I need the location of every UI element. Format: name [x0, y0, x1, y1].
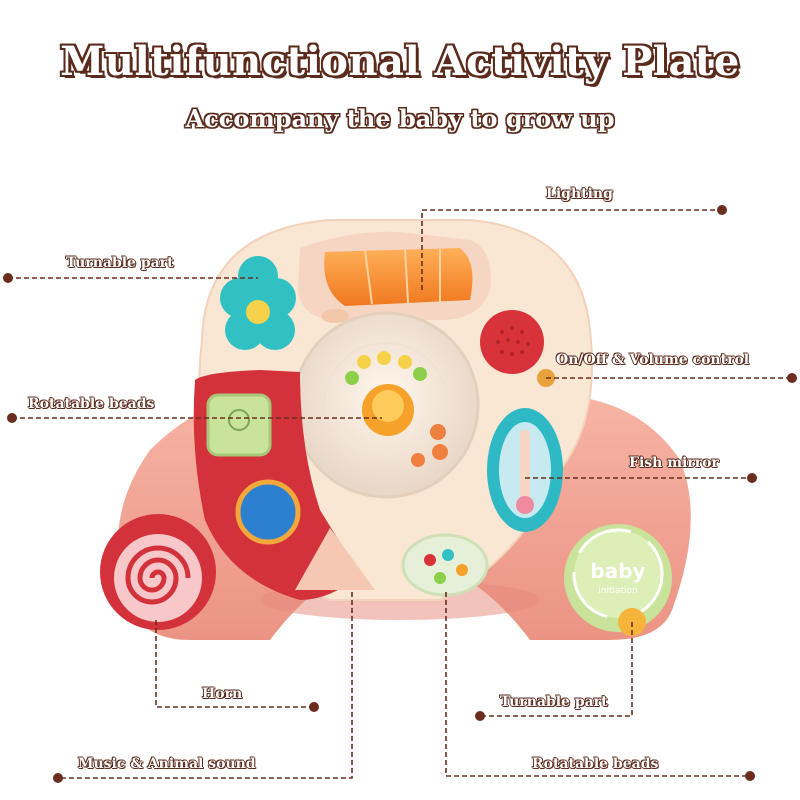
- page-title: Multifunctional Activity Plate: [60, 38, 740, 85]
- music-panel: [193, 370, 375, 600]
- callout-lighting: Lighting: [546, 186, 613, 202]
- bead-drum: [401, 533, 489, 597]
- speaker-button: [480, 310, 555, 387]
- callout-rotatable-beads-left: Rotatable beads: [28, 396, 155, 412]
- baby-logo-text: baby: [590, 559, 645, 583]
- callout-horn: Horn: [202, 686, 243, 702]
- lighting-panel: [298, 231, 491, 323]
- flower-turnable-part: [220, 256, 296, 350]
- leader-lines: [3, 205, 797, 783]
- callout-on-off-volume: On/Off & Volume control: [556, 352, 750, 368]
- callout-fish-mirror: Fish mirror: [629, 455, 719, 471]
- baby-logo-subtext: initiation: [598, 586, 638, 596]
- callout-turnable-part-bottom: Turnable part: [500, 694, 608, 710]
- callout-rotatable-beads-bottom: Rotatable beads: [532, 756, 659, 772]
- bead-dome: [292, 311, 480, 499]
- page-subtitle: Accompany the baby to grow up: [185, 104, 615, 133]
- callout-music-animal-sound: Music & Animal sound: [78, 756, 256, 772]
- horn-button: [100, 514, 216, 630]
- fish-mirror: [487, 408, 563, 532]
- baby-turnable-disc: baby initiation: [564, 524, 672, 636]
- callout-turnable-part-top: Turnable part: [66, 255, 174, 271]
